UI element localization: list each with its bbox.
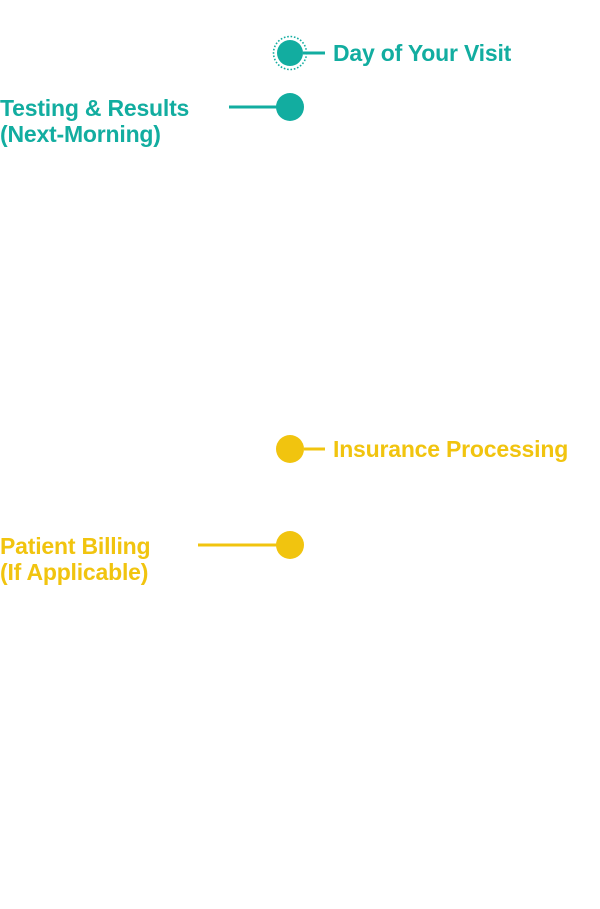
milestone-billing-label: Patient Billing (If Applicable) — [0, 533, 151, 585]
milestone-visit-label: Day of Your Visit — [333, 40, 511, 66]
milestone-testing-marker — [229, 93, 304, 121]
milestone-billing-subtitle: (If Applicable) — [0, 559, 149, 585]
milestone-testing-title: Testing & Results — [0, 95, 190, 121]
milestone-insurance-marker — [276, 435, 325, 463]
marker-dot-visit — [277, 40, 303, 66]
filled-circle-icon — [276, 531, 304, 559]
milestone-testing-subtitle: (Next-Morning) — [0, 121, 161, 147]
milestone-testing-label: Testing & Results (Next-Morning) — [0, 95, 189, 147]
milestone-insurance-title: Insurance Processing — [333, 436, 569, 462]
milestone-billing-title: Patient Billing — [0, 533, 151, 559]
filled-circle-icon — [276, 93, 304, 121]
milestone-billing-marker — [198, 531, 304, 559]
filled-circle-icon — [276, 435, 304, 463]
milestone-visit-marker — [272, 35, 325, 71]
milestone-visit-title: Day of Your Visit — [333, 40, 512, 66]
milestone-insurance-label: Insurance Processing — [333, 436, 568, 462]
